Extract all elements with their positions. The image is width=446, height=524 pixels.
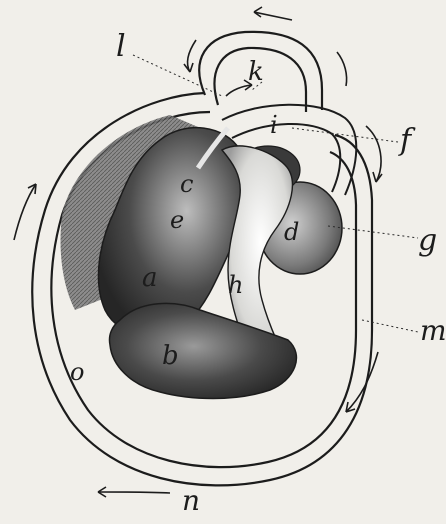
label-d: d — [284, 218, 299, 246]
ventricle-b — [109, 303, 296, 398]
label-c: c — [180, 170, 193, 198]
label-b: b — [162, 341, 179, 371]
label-g: g — [418, 223, 437, 258]
label-n: n — [182, 484, 200, 517]
label-m: m — [420, 314, 446, 347]
label-l: l — [116, 29, 126, 64]
label-f: f — [398, 123, 416, 158]
label-a: a — [142, 263, 158, 293]
label-k: k — [248, 57, 264, 87]
label-i: i — [270, 111, 278, 139]
label-e: e — [170, 206, 184, 234]
label-h: h — [228, 271, 243, 299]
label-o: o — [70, 358, 84, 386]
